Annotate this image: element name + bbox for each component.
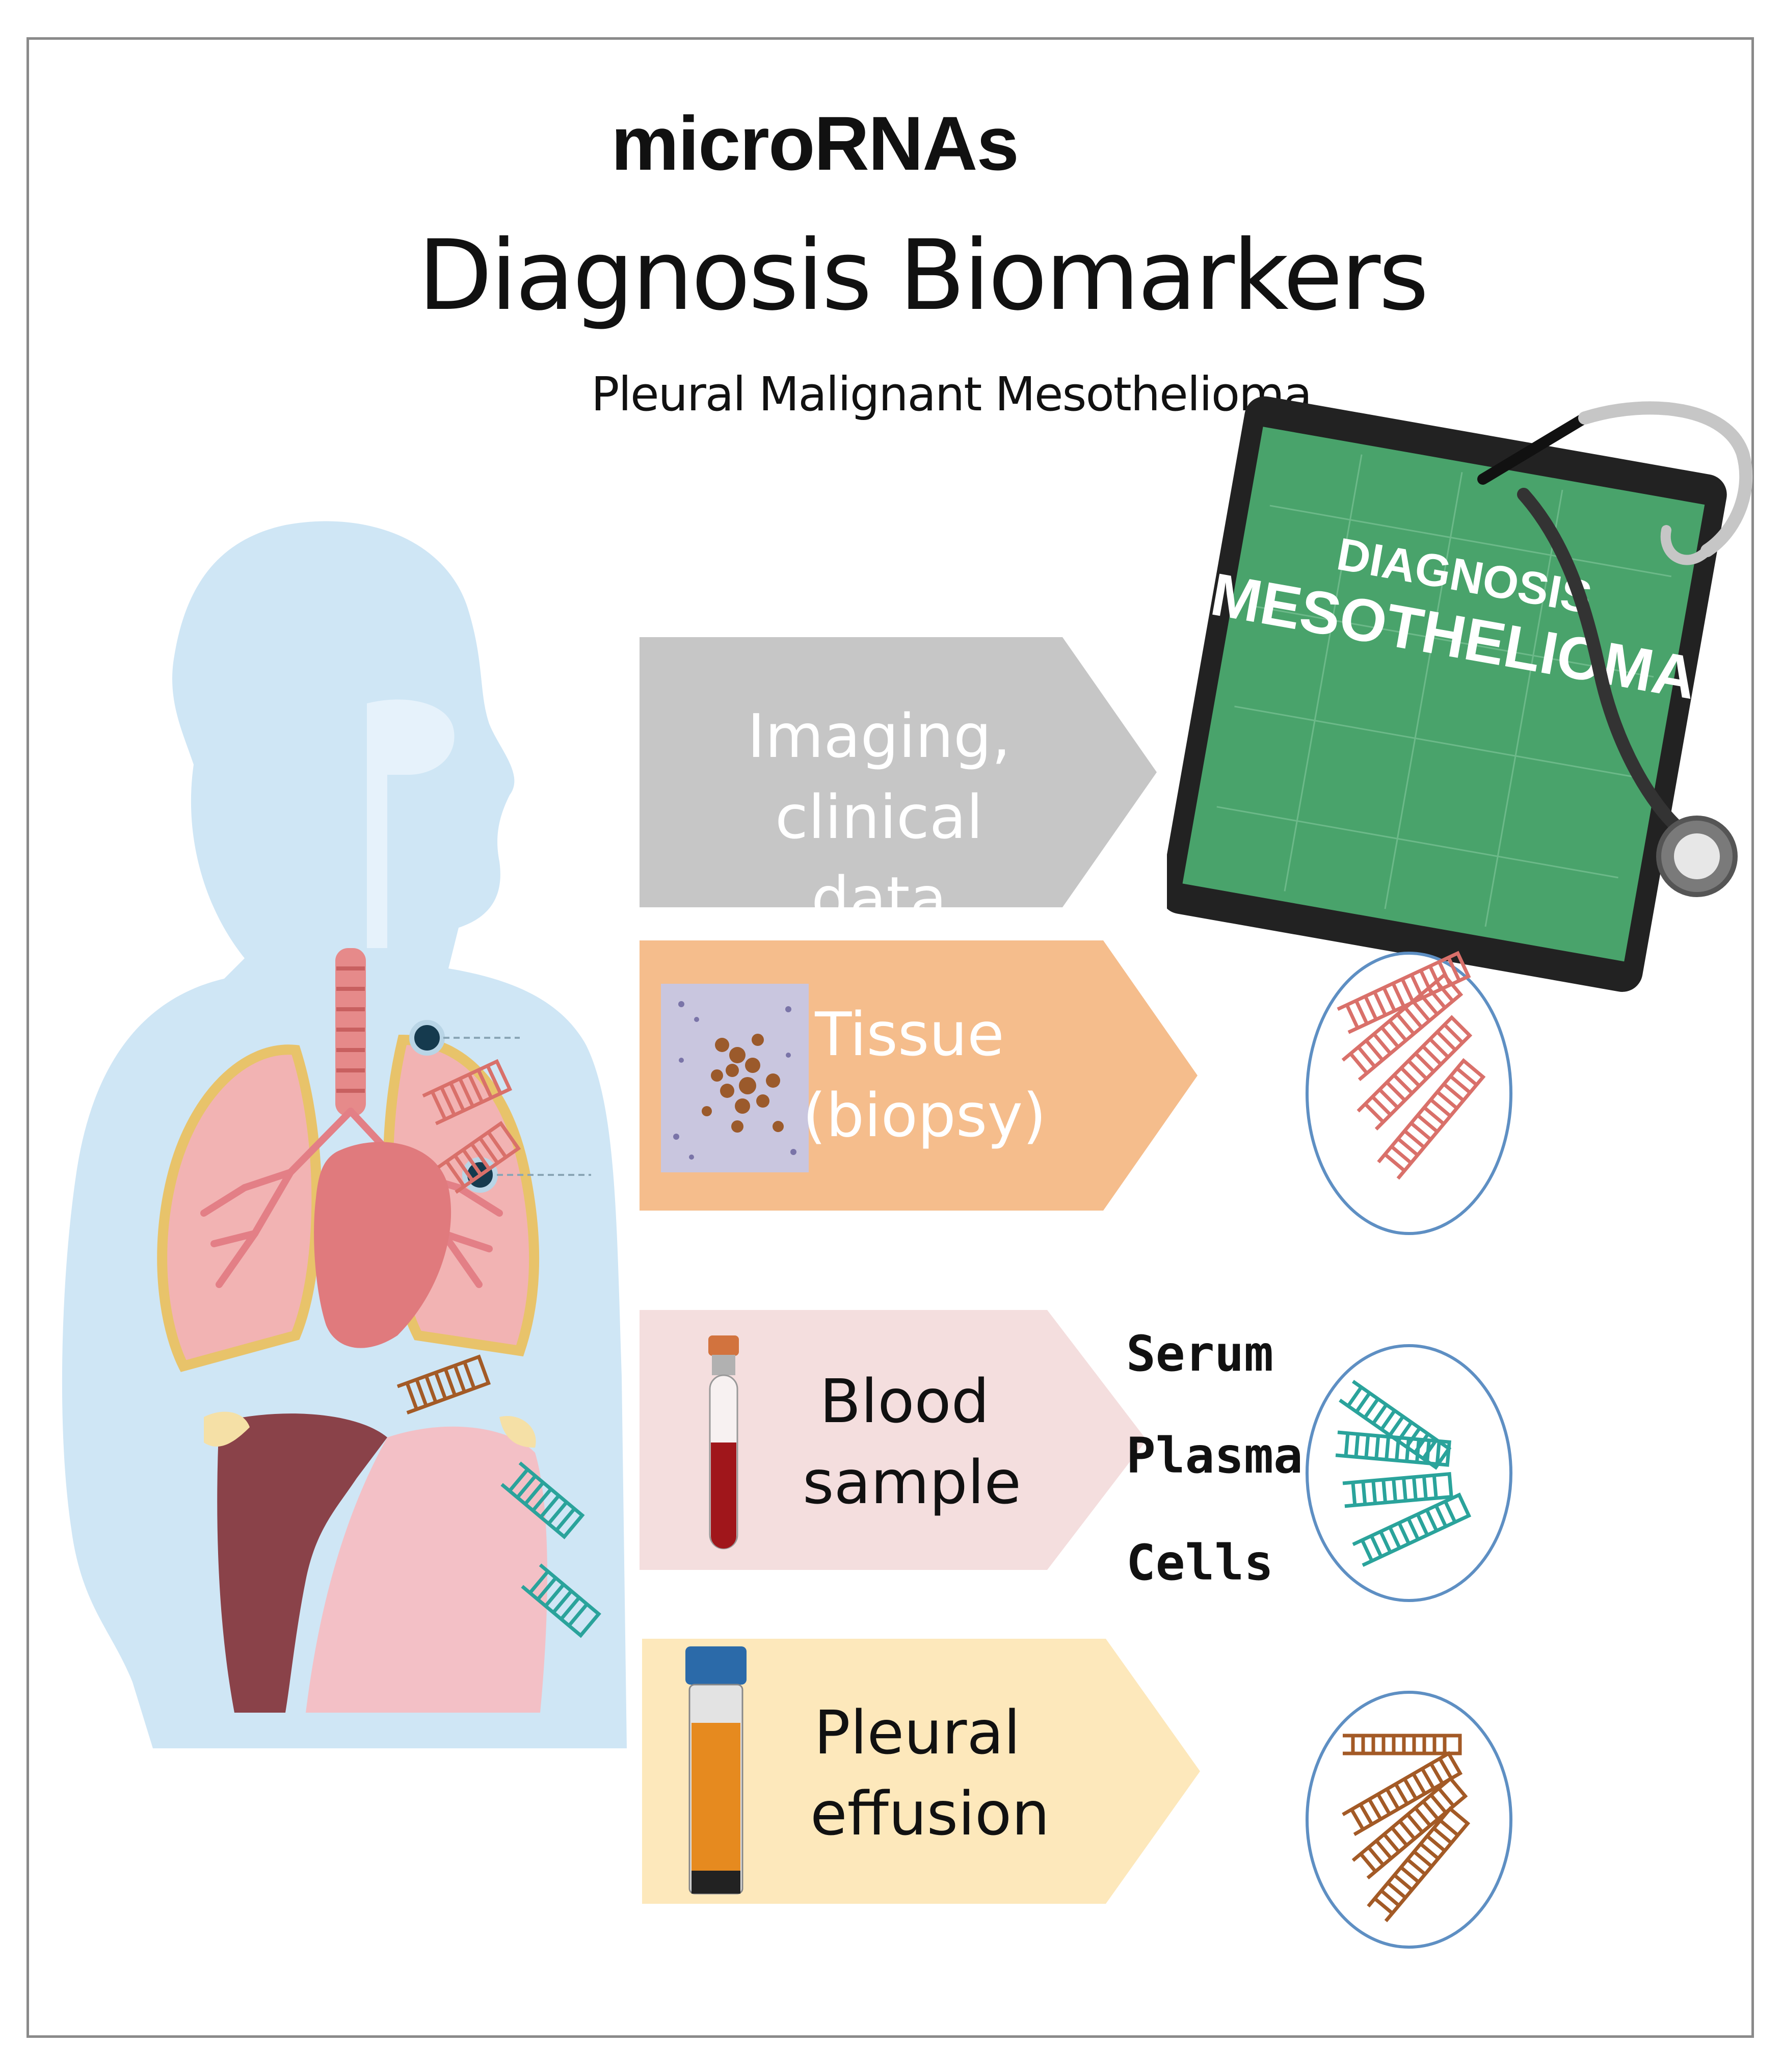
effusion-vial-icon bbox=[685, 1646, 747, 1895]
airway bbox=[367, 699, 455, 948]
arrow-imaging: Imaging, clinical data bbox=[640, 637, 1159, 934]
figure-subtitle: Diagnosis Biomarkers bbox=[418, 219, 1429, 332]
arrow-shape bbox=[642, 1639, 1200, 1904]
liver bbox=[217, 1413, 387, 1713]
heart bbox=[314, 1142, 451, 1348]
mirna-hairpin-group bbox=[1335, 1380, 1472, 1567]
body-illustration bbox=[62, 521, 627, 1748]
biopsy-image bbox=[661, 984, 809, 1172]
abdomen-lining bbox=[306, 1426, 547, 1713]
tablet-illustration: DIAGNOSIS MESOTHELIOMA bbox=[1167, 396, 1753, 992]
arrow-label-line2: data bbox=[811, 863, 947, 934]
figure-title: microRNAs bbox=[611, 100, 1019, 186]
mirna-hairpin-group bbox=[396, 1059, 601, 1638]
arrow-label-line2: (biopsy) bbox=[803, 1080, 1047, 1151]
mirna-hairpin-group bbox=[1337, 951, 1486, 1180]
arrow-blood: Blood sample bbox=[640, 1310, 1149, 1570]
pleura-fat bbox=[204, 1411, 536, 1448]
mirna-circle-tissue bbox=[1306, 951, 1512, 1235]
arrow-label-line1: Tissue bbox=[815, 999, 1004, 1069]
arrow-tissue: Tissue (biopsy) bbox=[640, 940, 1200, 1211]
arrow-label-line2: sample bbox=[803, 1447, 1022, 1518]
mirna-circle-effusion bbox=[1306, 1691, 1512, 1949]
mirna-circle-blood bbox=[1306, 1344, 1512, 1602]
fraction-serum: Serum bbox=[1126, 1325, 1273, 1382]
arrow-label: Imaging, clinical data bbox=[660, 696, 1098, 939]
tumor-nodule bbox=[409, 1020, 445, 1056]
arrow-label-line1: Pleural bbox=[814, 1697, 1021, 1768]
arrow-label-line2: effusion bbox=[810, 1778, 1050, 1849]
arrow-label: Pleural effusion bbox=[810, 1692, 1050, 1855]
stethoscope-icon bbox=[1477, 401, 1753, 897]
figure-caption: Pleural Malignant Mesothelioma bbox=[591, 367, 1312, 422]
fraction-cells: Cells bbox=[1126, 1534, 1273, 1591]
fraction-plasma: Plasma bbox=[1126, 1427, 1303, 1484]
arrow-label: Blood sample bbox=[803, 1361, 1022, 1524]
arrow-shape bbox=[640, 1310, 1147, 1570]
arrow-label-line1: Blood bbox=[819, 1366, 990, 1436]
arrow-label-line1: Imaging, clinical bbox=[747, 701, 1011, 853]
blood-tube-icon bbox=[708, 1335, 739, 1550]
arrow-shape bbox=[640, 637, 1157, 907]
tablet-screen bbox=[1182, 427, 1705, 962]
arrow-effusion: Pleural effusion bbox=[642, 1639, 1203, 1904]
mirna-hairpin-group bbox=[1342, 1734, 1471, 1923]
arrow-label: Tissue (biopsy) bbox=[803, 994, 1047, 1157]
left-lung bbox=[157, 1044, 322, 1372]
trachea-rings bbox=[336, 966, 365, 1093]
